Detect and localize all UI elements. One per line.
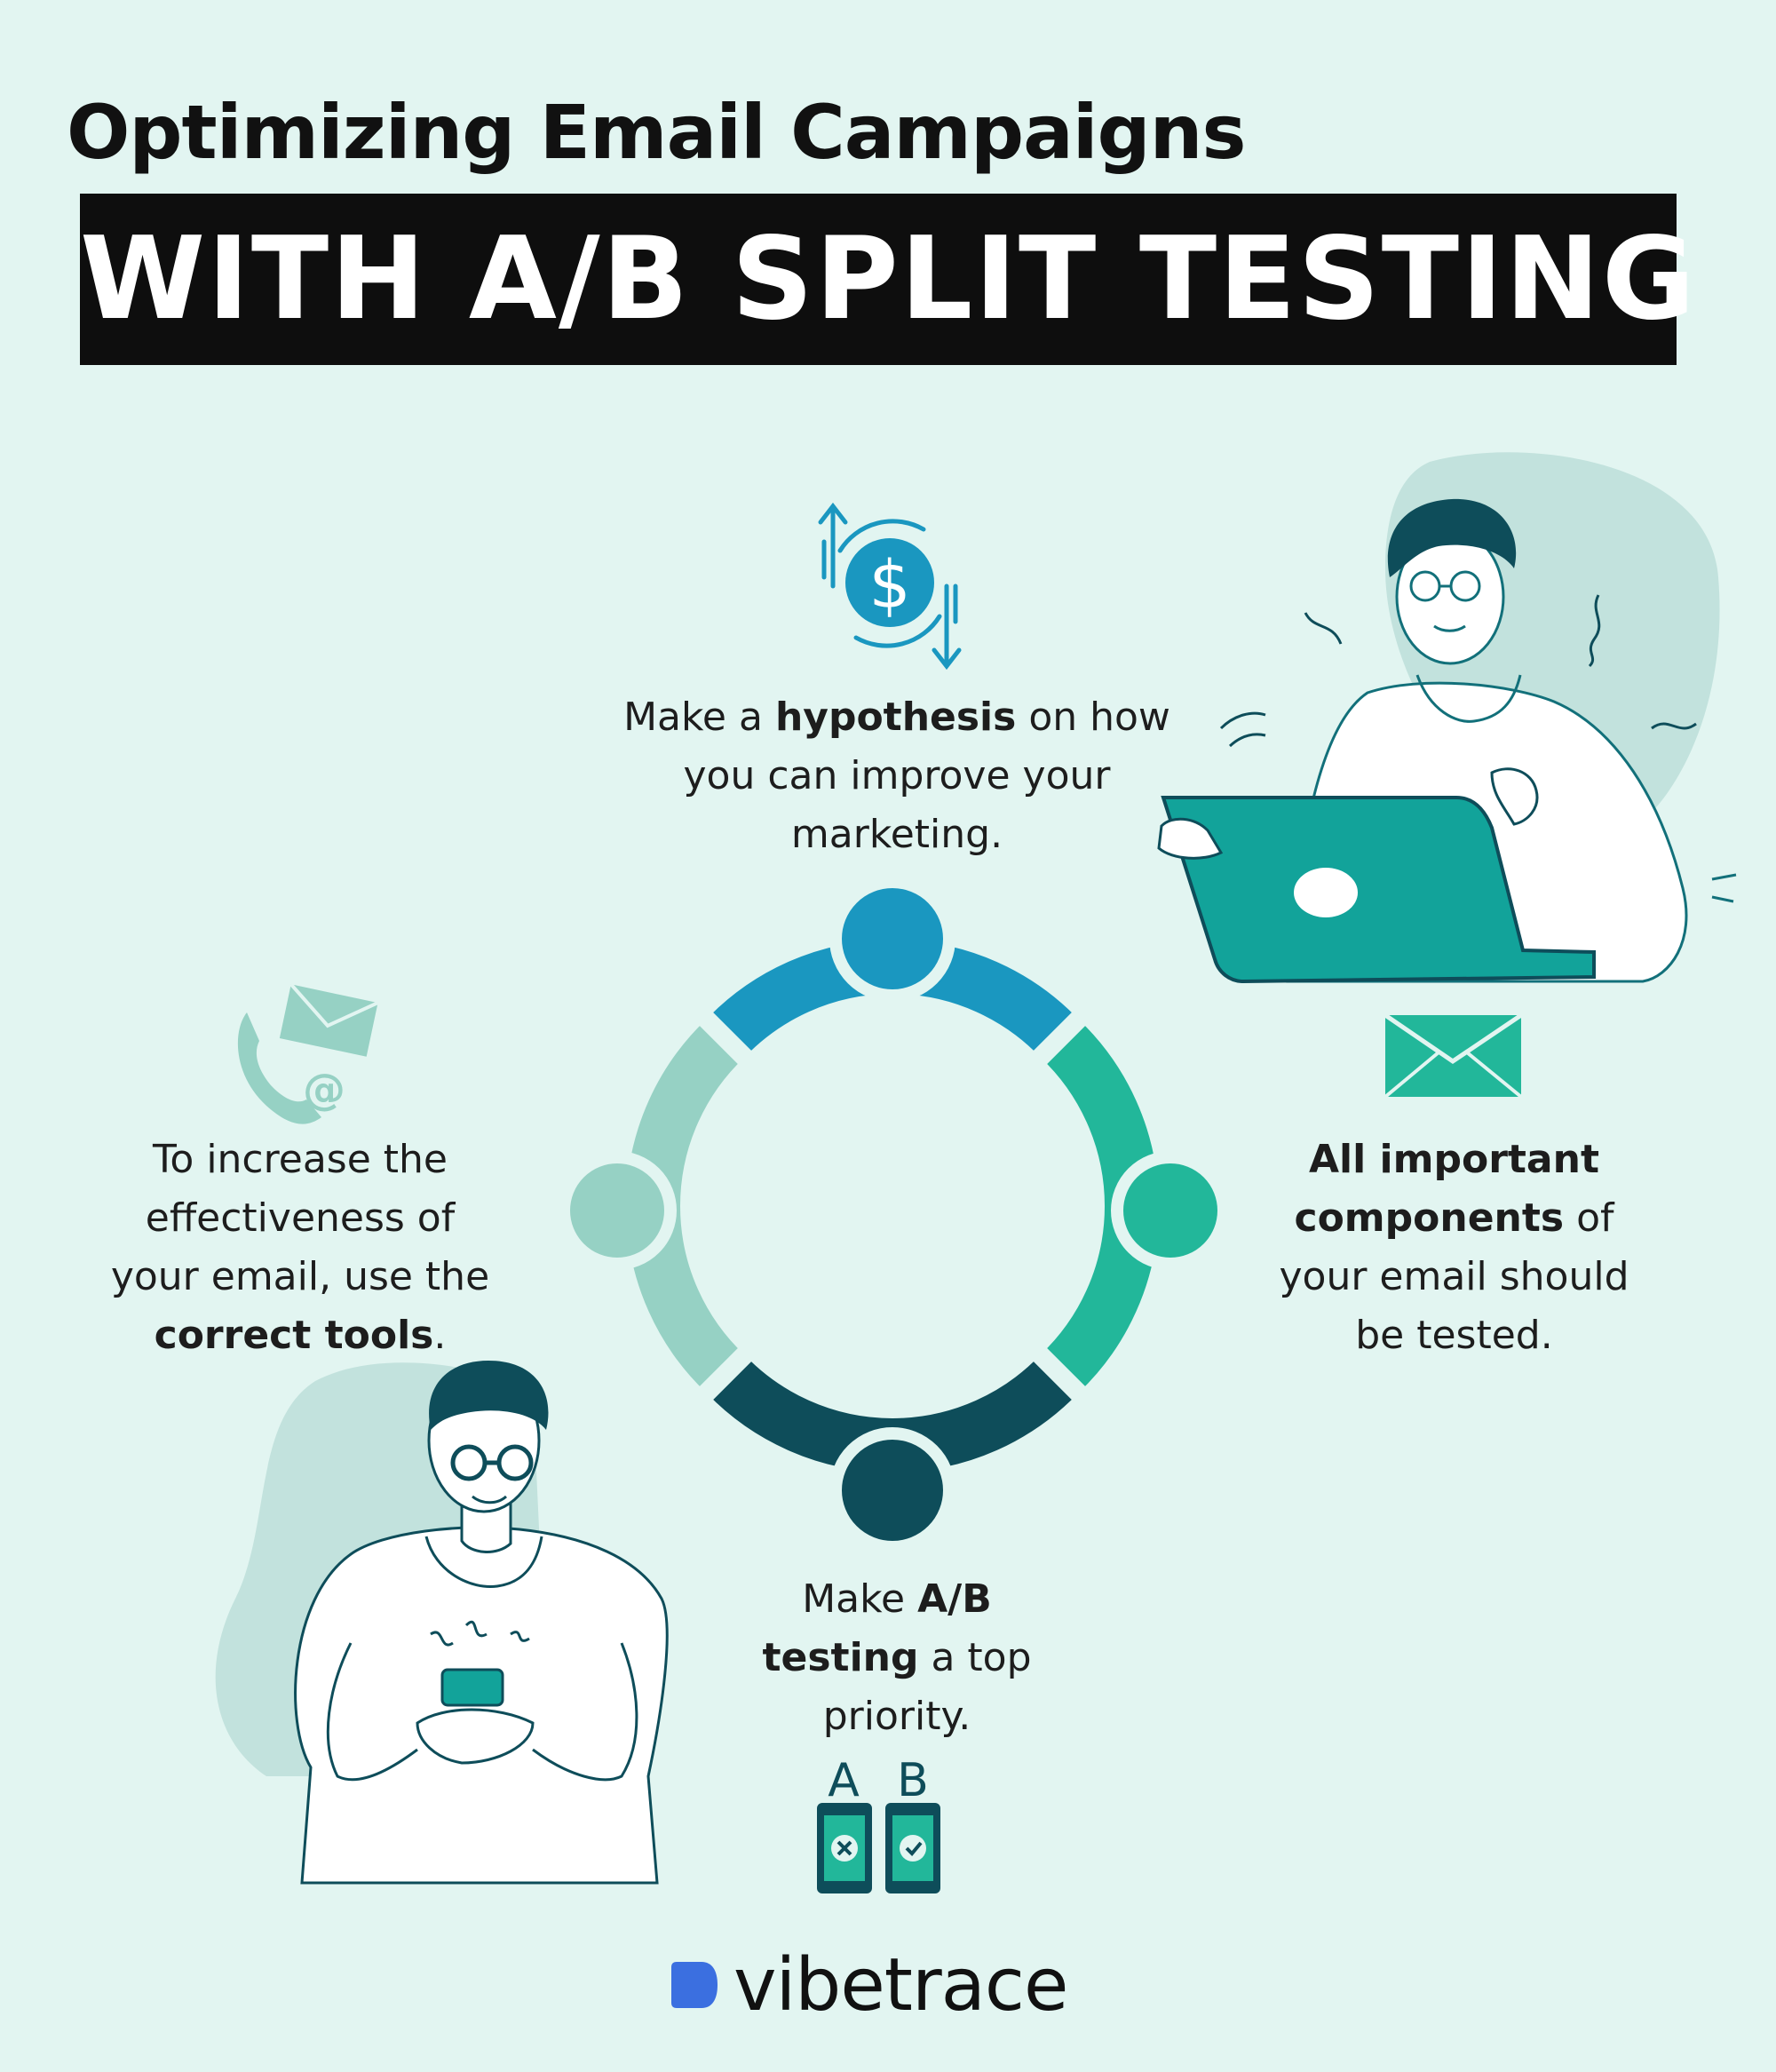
step-priority-bold: A/B testing [762,1576,992,1680]
step-priority-pre: Make [802,1576,918,1622]
brand-name: vibetrace [733,1942,1068,2028]
step-priority-text: Make A/B testing a top priority. [746,1570,1048,1746]
step-tools-bold: correct tools [154,1313,434,1358]
step-tools-text: To increase the effectiveness of your em… [96,1131,504,1365]
step-tools-pre: To increase the effectiveness of your em… [110,1137,490,1299]
dollar-exchange-icon: $ [818,502,962,671]
svg-text:@: @ [303,1065,345,1115]
person-with-phone-illustration [294,1361,669,1885]
step-hypothesis-post: on how you can improve your marketing. [683,695,1170,857]
step-components-bold: All important components [1294,1137,1599,1241]
cycle-node-left [558,1151,677,1270]
cycle-segment-left [608,1001,764,1411]
cycle-node-bottom [829,1427,955,1553]
cycle-node-top [829,876,955,1002]
step-components-post: of your email should be tested. [1279,1195,1629,1358]
cycle-diagram [558,876,1230,1553]
step-hypothesis-bold: hypothesis [774,695,1017,740]
step-hypothesis-pre: Make a [623,695,775,740]
cycle-node-right [1111,1151,1230,1270]
ab-icon-letter-a: A [828,1754,860,1807]
brand-logo: vibetrace [668,1936,1068,2034]
vibetrace-logo-icon [671,1962,718,2008]
step-priority-post: a top priority. [822,1635,1032,1739]
envelope-icon [1384,1012,1523,1099]
step-tools-post: . [433,1313,447,1358]
banner-text: WITH A/B SPLIT TESTING [80,213,1697,345]
svg-text:$: $ [868,547,910,623]
step-components-text: All important components of your email s… [1257,1131,1652,1365]
phone-mail-at-icon: @ [237,982,379,1124]
ab-icon-letter-b: B [897,1754,929,1807]
ab-phones-icon: A B [817,1754,940,1893]
person-with-laptop-illustration [1157,498,1737,984]
step-hypothesis-text: Make a hypothesis on how you can improve… [613,688,1181,864]
page-title: Optimizing Email Campaigns [67,89,1246,176]
title-banner: WITH A/B SPLIT TESTING [80,194,1697,365]
